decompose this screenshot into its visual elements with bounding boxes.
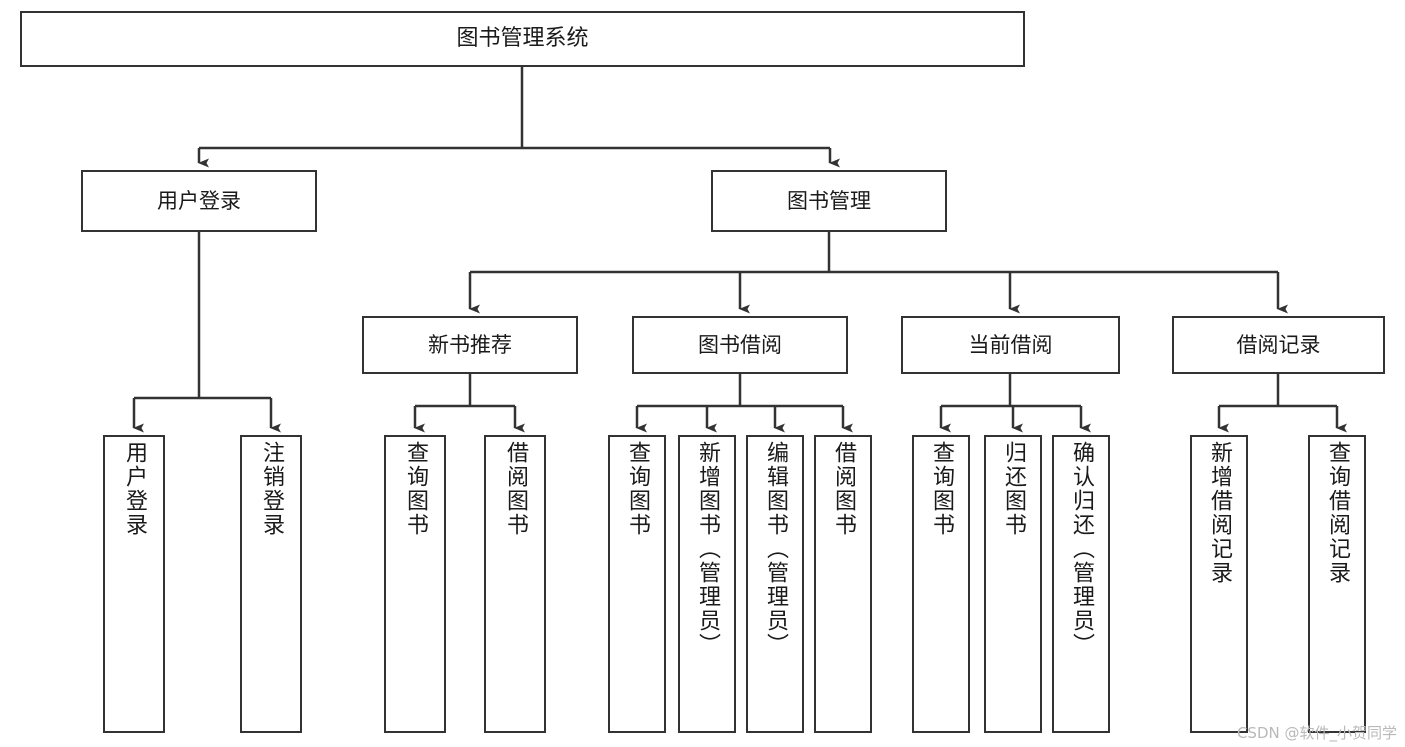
node-label: 查询图书: [625, 441, 650, 537]
node-leaf-borrow-book-1[interactable]: 借阅图书: [484, 435, 546, 733]
node-label: 借阅图书: [503, 441, 528, 537]
edges-bookmanage-to-level3: [468, 232, 1288, 314]
node-label: 新增图书（管理员）: [695, 441, 720, 657]
node-leaf-query-book-1[interactable]: 查询图书: [384, 435, 446, 733]
node-label: 确认归还（管理员）: [1069, 441, 1094, 657]
node-label: 新增借阅记录: [1207, 441, 1232, 585]
edges-root-to-level2: [197, 67, 840, 168]
node-current-borrow[interactable]: 当前借阅: [901, 316, 1120, 374]
node-leaf-add-borrow-record[interactable]: 新增借阅记录: [1190, 435, 1248, 733]
node-label: 新书推荐: [428, 332, 512, 357]
node-label: 图书管理: [787, 188, 871, 213]
node-label: 图书管理系统: [456, 26, 589, 52]
node-label: 注销登录: [259, 441, 284, 537]
node-label: 编辑图书（管理员）: [763, 441, 788, 657]
node-label: 查询图书: [403, 441, 428, 537]
node-label: 图书借阅: [698, 332, 782, 357]
node-label: 归还图书: [1001, 441, 1026, 537]
node-book-borrow[interactable]: 图书借阅: [632, 316, 848, 374]
edges-bookborrow-to-leaves: [635, 374, 853, 433]
edges-currentborrow-to-leaves: [939, 374, 1091, 433]
edges-borrowrecord-to-leaves: [1217, 374, 1347, 433]
node-book-management-system[interactable]: 图书管理系统: [20, 11, 1025, 67]
node-leaf-query-borrow-record[interactable]: 查询借阅记录: [1308, 435, 1366, 733]
csdn-watermark: CSDN @软件_小贺同学: [1236, 724, 1397, 742]
node-leaf-user-logout[interactable]: 注销登录: [240, 435, 302, 733]
node-label: 当前借阅: [968, 332, 1053, 357]
node-leaf-query-book-2[interactable]: 查询图书: [608, 435, 666, 733]
node-label: 用户登录: [157, 188, 241, 213]
node-new-book-recommend[interactable]: 新书推荐: [362, 316, 578, 374]
node-leaf-add-book-admin[interactable]: 新增图书（管理员）: [678, 435, 736, 733]
node-leaf-user-login[interactable]: 用户登录: [103, 435, 165, 733]
node-borrow-record[interactable]: 借阅记录: [1172, 316, 1385, 374]
node-label: 借阅记录: [1236, 332, 1321, 357]
node-leaf-borrow-book-2[interactable]: 借阅图书: [814, 435, 872, 733]
node-leaf-edit-book-admin[interactable]: 编辑图书（管理员）: [746, 435, 804, 733]
node-label: 查询图书: [929, 441, 954, 537]
node-leaf-return-book[interactable]: 归还图书: [984, 435, 1042, 733]
node-book-management[interactable]: 图书管理: [711, 170, 947, 232]
node-label: 借阅图书: [831, 441, 856, 537]
node-label: 用户登录: [122, 441, 147, 537]
node-user-login[interactable]: 用户登录: [81, 170, 317, 232]
node-leaf-query-book-3[interactable]: 查询图书: [912, 435, 970, 733]
node-label: 查询借阅记录: [1325, 441, 1350, 585]
edges-newbook-to-leaves: [413, 374, 525, 433]
edges-userlogin-to-leaves: [132, 232, 281, 433]
node-leaf-confirm-return-admin[interactable]: 确认归还（管理员）: [1052, 435, 1110, 733]
